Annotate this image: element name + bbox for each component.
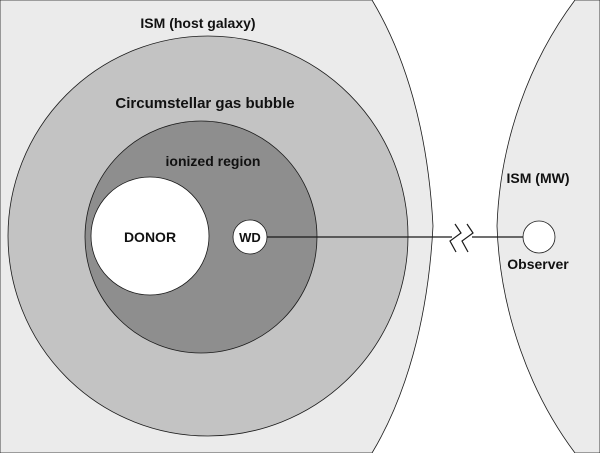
bubble-label: Circumstellar gas bubble [115, 95, 294, 112]
wd-label: WD [239, 230, 261, 245]
donor-label: DONOR [124, 229, 176, 245]
observer-label: Observer [507, 256, 569, 272]
donor-star [90, 176, 210, 296]
ism-mw-label: ISM (MW) [507, 170, 570, 186]
ism-host-label: ISM (host galaxy) [140, 15, 255, 31]
observer-circle [522, 220, 556, 254]
break-mark-2 [461, 223, 474, 253]
ionized-label: ionized region [166, 153, 261, 169]
break-mark-1 [449, 223, 462, 253]
